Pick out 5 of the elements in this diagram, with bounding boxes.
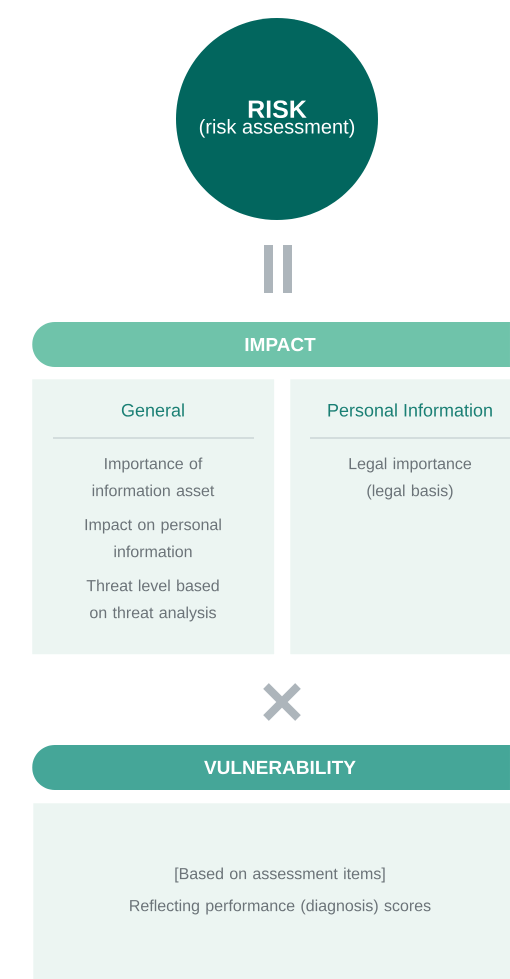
info-panel: Personal Information Legal importance (legal basis) — [290, 379, 510, 654]
info-panel: [Based on assessment items] Reflecting performance (diagnosis) scores — [33, 803, 510, 979]
header-band: VULNERABILITY — [32, 745, 510, 790]
info-panel: General Importance of information asset Impact on personal information Threat level based on threat analysis — [32, 379, 274, 654]
header-band: IMPACT — [32, 322, 510, 367]
